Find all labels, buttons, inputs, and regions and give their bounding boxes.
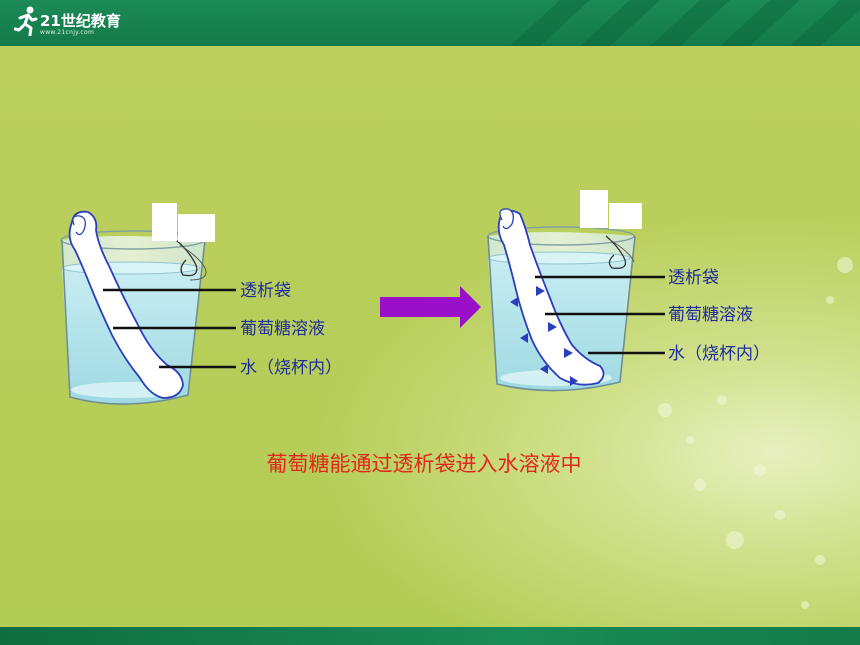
header-decoration (510, 0, 860, 46)
left-dialysis-bag (68, 210, 184, 399)
logo-name: 21世纪教育 (40, 12, 121, 30)
left-beaker (60, 203, 236, 405)
footer-bar (0, 627, 860, 645)
diagram-caption: 葡萄糖能通过透析袋进入水溶液中 (267, 452, 582, 476)
runner-icon (14, 6, 38, 36)
left-label-bag: 透析袋 (240, 281, 291, 301)
left-label-glucose: 葡萄糖溶液 (240, 319, 325, 339)
right-dialysis-bag (497, 209, 605, 386)
process-arrow (380, 286, 481, 328)
bokeh-decoration (658, 257, 853, 609)
right-beaker (487, 190, 665, 392)
right-label-tag (580, 190, 608, 228)
logo-url: www.21cnjy.com (40, 29, 95, 36)
left-label-tag (152, 203, 177, 241)
left-label-water: 水（烧杯内） (240, 358, 342, 378)
header-bar: 21世纪教育 www.21cnjy.com (0, 0, 860, 46)
logo: 21世纪教育 www.21cnjy.com (14, 6, 124, 40)
right-label-bag: 透析袋 (668, 268, 719, 288)
right-label-glucose: 葡萄糖溶液 (668, 305, 753, 325)
diffusion-arrows (510, 286, 578, 386)
right-label-water: 水（烧杯内） (668, 344, 770, 364)
